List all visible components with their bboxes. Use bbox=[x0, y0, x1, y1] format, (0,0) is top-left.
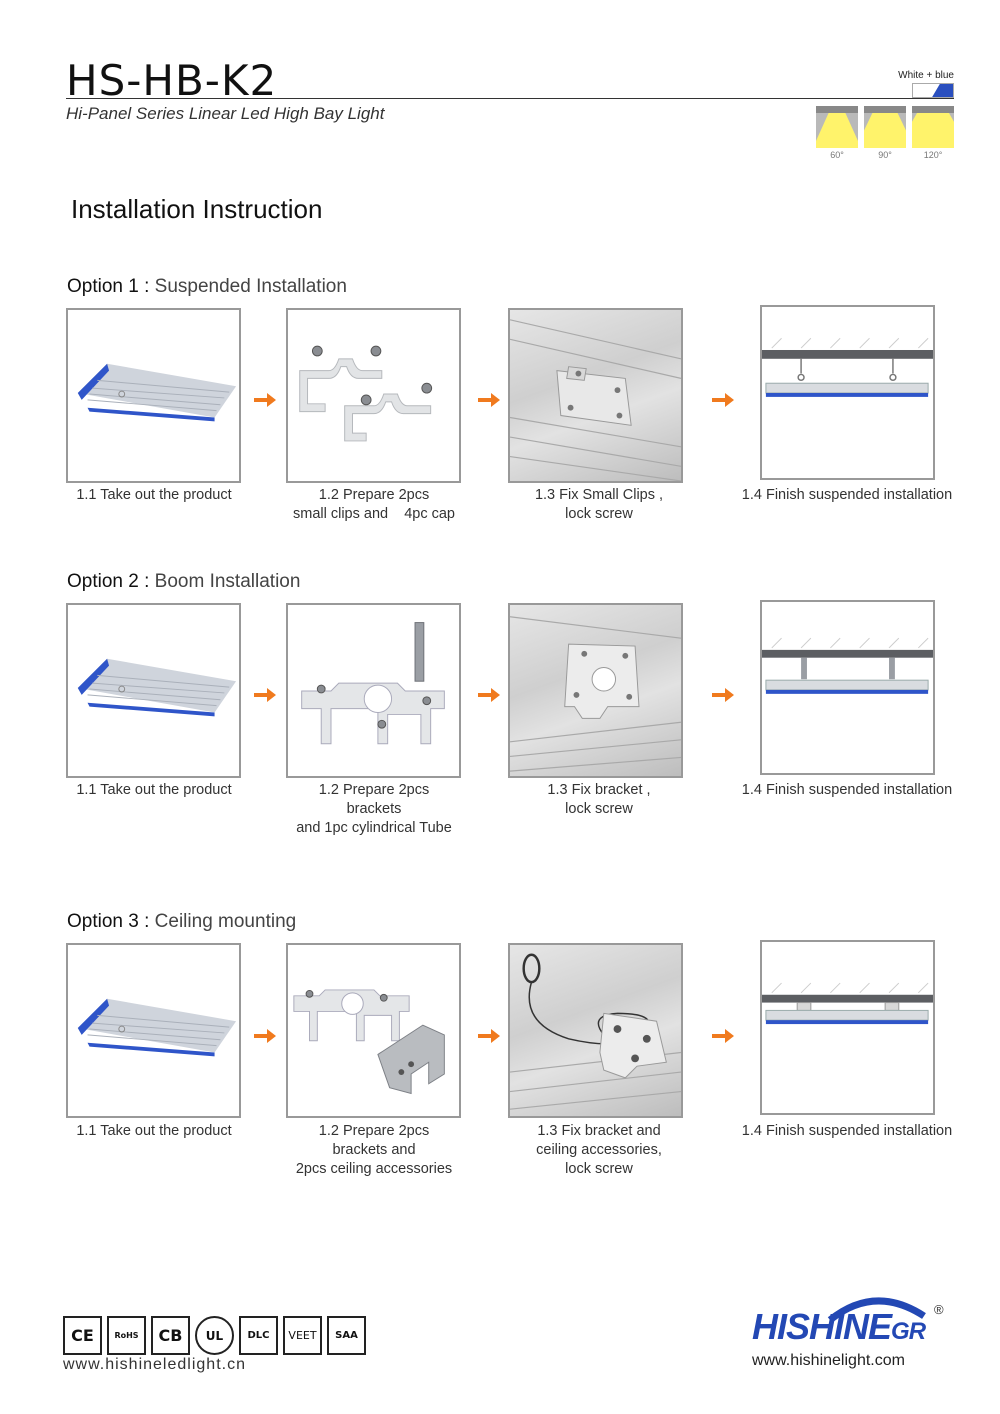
beam-120-icon bbox=[912, 106, 954, 148]
ce-mark-icon: CE bbox=[63, 1316, 102, 1355]
beam-label-60: 60° bbox=[830, 150, 844, 160]
beam-label-120: 120° bbox=[923, 150, 943, 160]
website-right: www.hishinelight.com bbox=[752, 1352, 905, 1369]
color-option-label: White + blue bbox=[898, 70, 954, 81]
option-3-step-4-image bbox=[760, 940, 935, 1115]
option-3-step-2-image bbox=[286, 943, 461, 1118]
option-1-step-3-caption: 1.3 Fix Small Clips ,lock screw bbox=[534, 487, 664, 522]
arrow-right-icon bbox=[478, 1029, 500, 1043]
arrow-right-icon bbox=[712, 393, 734, 407]
option-2-title: Option 2 : Boom Installation bbox=[67, 571, 301, 592]
certification-badges: CE RoHS CB UL DLC VEET SAA bbox=[63, 1316, 366, 1355]
option-2-step-4-caption: 1.4 Finish suspended installation bbox=[741, 782, 953, 798]
arrow-right-icon bbox=[254, 1029, 276, 1043]
option-3-title: Option 3 : Ceiling mounting bbox=[67, 911, 297, 932]
option-1-step-2-image bbox=[286, 308, 461, 483]
option-2-step-2-image bbox=[286, 603, 461, 778]
arrow-right-icon bbox=[712, 1029, 734, 1043]
option-2-step-3-image bbox=[508, 603, 683, 778]
beam-90-icon bbox=[864, 106, 906, 148]
beam-label-90: 90° bbox=[878, 150, 892, 160]
ul-mark-icon: UL bbox=[195, 1316, 234, 1355]
cb-mark-icon: CB bbox=[151, 1316, 190, 1355]
registered-mark: ® bbox=[934, 1302, 944, 1317]
website-left: www.hishineledlight.cn bbox=[63, 1356, 246, 1373]
product-subtitle: Hi-Panel Series Linear Led High Bay Ligh… bbox=[66, 104, 385, 123]
option-2-step-1-caption: 1.1 Take out the product bbox=[76, 782, 232, 798]
veet-mark-icon: VEET bbox=[283, 1316, 322, 1355]
option-3-step-1-caption: 1.1 Take out the product bbox=[76, 1123, 232, 1139]
rohs-mark-icon: RoHS bbox=[107, 1316, 146, 1355]
option-1-step-3-image bbox=[508, 308, 683, 483]
option-1-step-1-image bbox=[66, 308, 241, 483]
arrow-right-icon bbox=[254, 688, 276, 702]
option-1-title: Option 1 : Suspended Installation bbox=[67, 276, 347, 297]
arrow-right-icon bbox=[254, 393, 276, 407]
saa-mark-icon: SAA bbox=[327, 1316, 366, 1355]
beam-60-icon bbox=[816, 106, 858, 148]
color-swatch bbox=[912, 83, 954, 98]
option-3-step-1-image bbox=[66, 943, 241, 1118]
arrow-right-icon bbox=[478, 688, 500, 702]
dlc-mark-icon: DLC bbox=[239, 1316, 278, 1355]
brand-logo: HISHINEGR bbox=[752, 1306, 926, 1347]
option-3-step-4-caption: 1.4 Finish suspended installation bbox=[741, 1123, 953, 1139]
arrow-right-icon bbox=[712, 688, 734, 702]
header-rule bbox=[66, 98, 954, 99]
option-2-step-4-image bbox=[760, 600, 935, 775]
option-2-step-1-image bbox=[66, 603, 241, 778]
model-number: HS-HB-K2 bbox=[66, 56, 278, 105]
brand-arc-icon bbox=[827, 1297, 926, 1322]
option-1-step-1-caption: 1.1 Take out the product bbox=[76, 487, 232, 503]
option-3-step-3-image bbox=[508, 943, 683, 1118]
option-1-step-4-image bbox=[760, 305, 935, 480]
section-title: Installation Instruction bbox=[71, 194, 323, 224]
option-1-step-4-caption: 1.4 Finish suspended installation bbox=[741, 487, 953, 503]
arrow-right-icon bbox=[478, 393, 500, 407]
option-2-step-3-caption: 1.3 Fix bracket ,lock screw bbox=[547, 782, 651, 817]
